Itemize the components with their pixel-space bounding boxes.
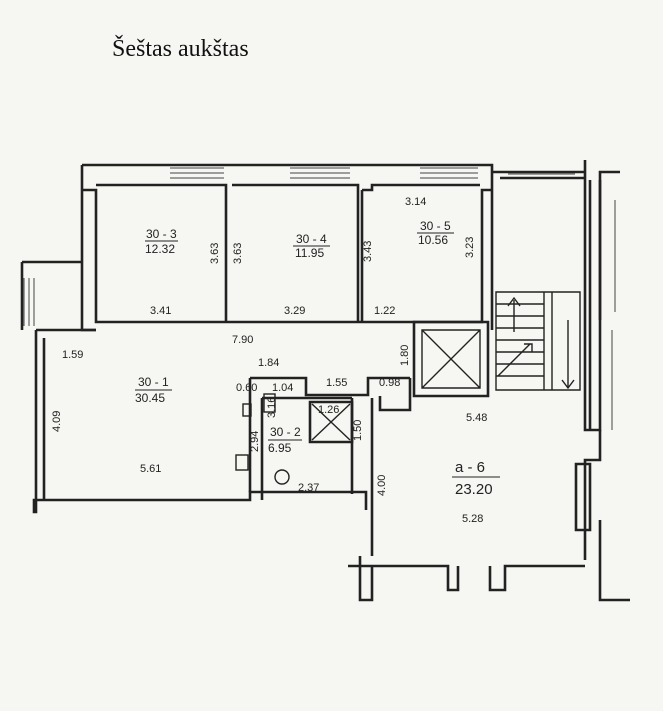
room-id: a - 6 (455, 459, 485, 476)
dimension: 3.16 (266, 397, 278, 418)
dimension: 4.09 (51, 411, 63, 432)
dimension: 3.63 (209, 243, 221, 264)
room-id: 30 - 3 (146, 227, 177, 241)
dimension: 1.22 (374, 305, 395, 317)
dimension: 5.48 (466, 412, 487, 424)
dimension: 3.14 (405, 196, 426, 208)
walls (20, 160, 630, 602)
dimension: 3.23 (464, 237, 476, 258)
room-area: 12.32 (145, 242, 175, 256)
room-area: 11.95 (295, 246, 324, 260)
dimension: 3.29 (284, 305, 305, 317)
floor-title: Šeštas aukštas (112, 36, 249, 62)
dimension: 1.26 (318, 404, 339, 416)
dimension: 1.55 (326, 377, 347, 389)
dimension: 1.04 (272, 382, 293, 394)
fixtures (235, 393, 351, 485)
dimension: 3.43 (362, 241, 374, 262)
dimension: 3.41 (150, 305, 171, 317)
room-id: 30 - 5 (420, 219, 451, 233)
dimension: 2.37 (298, 482, 319, 494)
room-labels: 30 - 3 12.32 30 - 4 11.95 30 - 5 10.56 3… (135, 219, 500, 498)
dimension-labels: 3.63 3.63 3.43 3.23 3.14 3.41 3.29 1.22 … (51, 196, 487, 525)
dimension: 7.90 (232, 334, 253, 346)
room-area: 10.56 (418, 233, 448, 247)
dimension: 4.00 (376, 475, 388, 496)
room-area: 23.20 (455, 481, 493, 498)
dimension: 5.28 (462, 513, 483, 525)
dimension: 1.59 (62, 349, 83, 361)
room-id: 30 - 2 (270, 425, 301, 439)
dimension: 1.84 (258, 357, 279, 369)
room-id: 30 - 1 (138, 375, 169, 389)
dimension: 3.63 (232, 243, 244, 264)
room-area: 6.95 (268, 441, 292, 455)
dimension: 0.98 (379, 377, 400, 389)
dimension: 2.94 (249, 431, 261, 452)
room-area: 30.45 (135, 391, 165, 405)
dimension: 1.80 (399, 345, 411, 366)
windows (23, 167, 616, 430)
dimension: 1.50 (352, 420, 364, 441)
dimension: 5.61 (140, 463, 161, 475)
room-id: 30 - 4 (296, 232, 327, 246)
dimension: 0.60 (236, 382, 257, 394)
